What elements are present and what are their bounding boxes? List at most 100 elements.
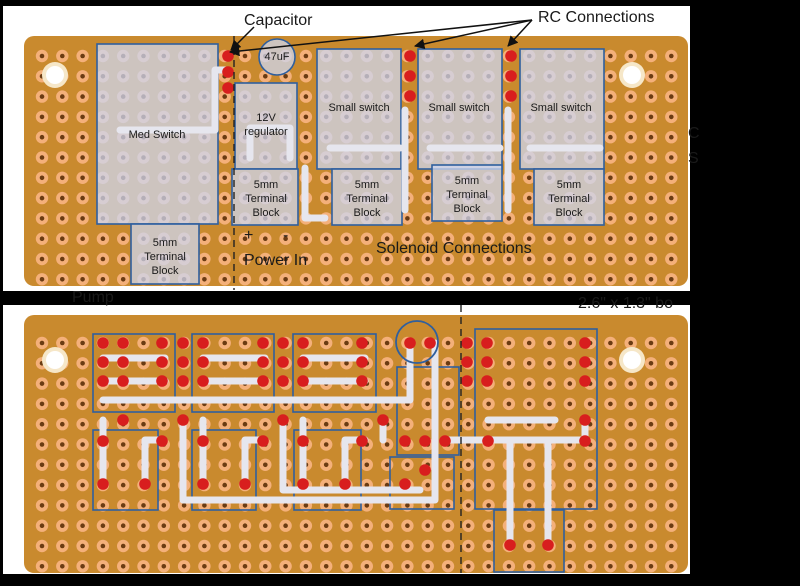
board-hole xyxy=(222,361,227,366)
board-hole xyxy=(80,462,85,468)
solder-joint xyxy=(356,356,368,368)
board-hole xyxy=(384,340,390,346)
board-hole xyxy=(80,421,85,427)
board-hole xyxy=(344,277,349,282)
board-hole xyxy=(526,175,532,181)
board-hole xyxy=(222,523,227,528)
board-hole xyxy=(486,482,491,488)
board-hole xyxy=(425,421,431,427)
trace xyxy=(141,436,164,484)
board-hole xyxy=(39,53,45,59)
board-hole xyxy=(60,134,65,140)
capacitor-value: 47uF xyxy=(264,51,290,63)
board-hole xyxy=(608,216,613,221)
board-hole xyxy=(303,134,309,140)
trace xyxy=(116,66,232,134)
board-hole xyxy=(648,543,654,549)
board-hole xyxy=(506,564,512,569)
board-hole xyxy=(648,175,654,181)
board-hole xyxy=(526,543,532,549)
board-hole xyxy=(526,381,532,386)
board-hole xyxy=(80,74,85,79)
board-hole xyxy=(303,114,309,120)
board-hole xyxy=(567,543,573,549)
board-hole xyxy=(60,256,65,262)
board-hole xyxy=(547,381,552,386)
board-hole xyxy=(161,523,167,528)
board-hole xyxy=(364,482,370,488)
board-hole xyxy=(222,482,227,488)
board-hole xyxy=(669,340,674,346)
board-hole xyxy=(445,421,451,427)
board-hole xyxy=(669,543,674,549)
board-hole xyxy=(567,482,573,488)
trace xyxy=(179,339,439,504)
board-hole xyxy=(648,94,654,99)
board-hole xyxy=(628,340,633,346)
board-hole xyxy=(486,462,491,468)
board-hole xyxy=(648,442,654,447)
board-hole xyxy=(669,401,674,407)
board-hole xyxy=(242,256,248,262)
board-hole xyxy=(80,523,85,528)
board-hole xyxy=(60,442,65,447)
board-hole xyxy=(222,114,227,120)
board-hole xyxy=(405,543,410,549)
board-hole xyxy=(120,564,126,569)
board-hole xyxy=(648,361,654,366)
board-hole xyxy=(344,523,349,528)
board-hole xyxy=(445,482,451,488)
board-hole xyxy=(669,74,674,79)
board-hole xyxy=(466,401,471,407)
board-hole xyxy=(39,155,45,160)
board-hole xyxy=(466,503,471,508)
solder-joint xyxy=(579,414,591,426)
board-hole xyxy=(80,216,85,221)
board-hole xyxy=(202,523,207,528)
solder-joint xyxy=(339,478,351,490)
board-hole xyxy=(648,462,654,468)
board-hole xyxy=(648,134,654,140)
board-hole xyxy=(486,543,491,549)
board-hole xyxy=(222,94,227,99)
board-hole xyxy=(608,503,613,508)
board-hole xyxy=(384,503,390,508)
board-hole xyxy=(80,134,85,140)
board-hole xyxy=(628,543,633,549)
board-hole xyxy=(39,216,45,221)
board-hole xyxy=(567,421,573,427)
board-hole xyxy=(120,462,126,468)
board-hole xyxy=(242,503,248,508)
board-hole xyxy=(202,256,207,262)
board-hole xyxy=(547,256,552,262)
solenoid-connections-callout: Solenoid Connections xyxy=(376,240,532,257)
board-hole xyxy=(669,523,674,528)
board-hole xyxy=(283,277,288,282)
plus-sign: + xyxy=(244,227,254,244)
small-switch-3-label: Small switch xyxy=(530,102,592,114)
board-hole xyxy=(628,503,633,508)
board-hole xyxy=(384,543,390,549)
board-hole xyxy=(323,564,329,569)
board-hole xyxy=(608,401,613,407)
board-hole xyxy=(80,401,85,407)
board-hole xyxy=(303,277,309,282)
board-hole xyxy=(141,523,146,528)
board-hole xyxy=(384,482,390,488)
board-hole xyxy=(445,564,451,569)
solder-joint xyxy=(579,375,591,387)
board-hole xyxy=(628,53,633,59)
board-hole xyxy=(60,195,65,201)
callout-arrow xyxy=(507,19,533,47)
board-hole xyxy=(60,381,65,386)
board-hole xyxy=(466,523,471,528)
board-hole xyxy=(323,361,329,366)
board-hole xyxy=(526,503,532,508)
board-hole xyxy=(181,564,187,569)
board-hole xyxy=(303,94,309,99)
board-hole xyxy=(60,155,65,160)
board-hole xyxy=(60,543,65,549)
capacitor-callout: Capacitor xyxy=(244,12,313,29)
